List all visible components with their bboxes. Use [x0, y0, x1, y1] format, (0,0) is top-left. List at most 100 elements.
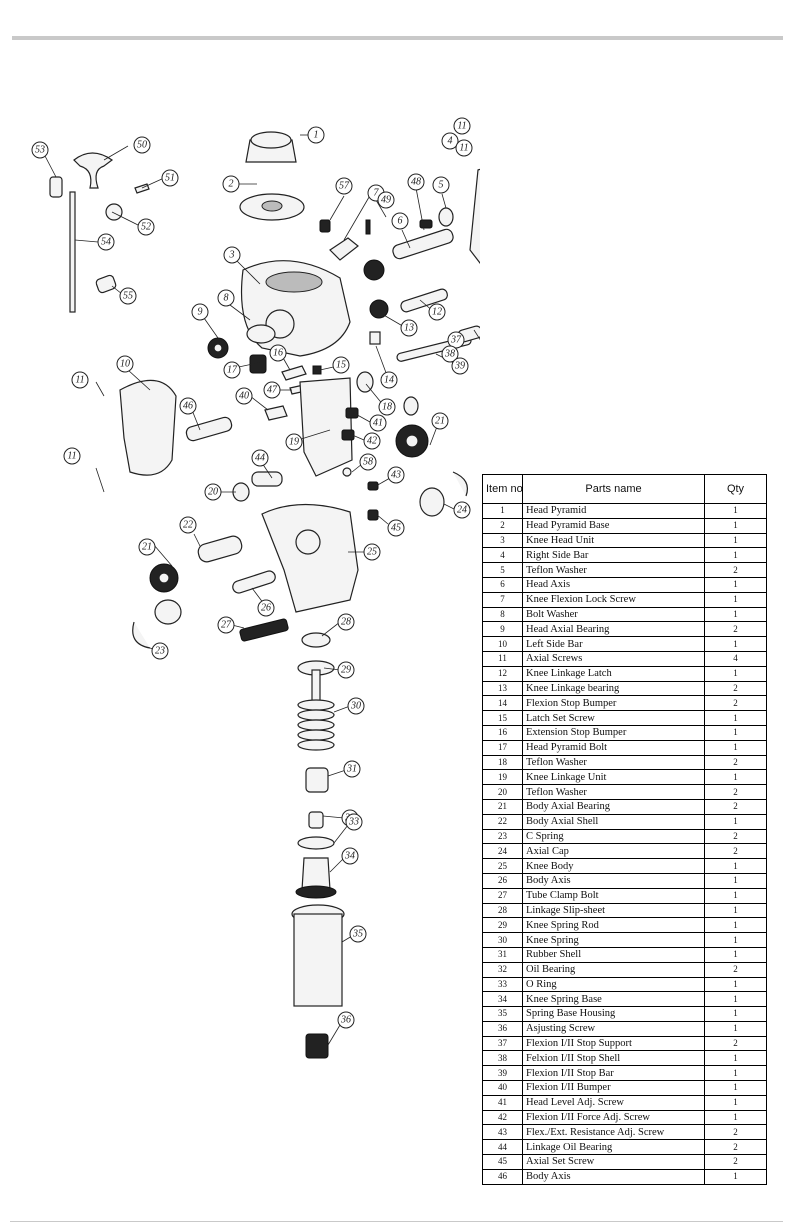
callout-16: 16	[269, 344, 287, 362]
part-36	[305, 1033, 329, 1059]
part-4	[469, 166, 529, 283]
cell-item-no: 20	[482, 784, 523, 800]
cell-item-no: 46	[482, 1168, 523, 1185]
cell-qty: 1	[704, 991, 767, 1008]
callout-18: 18	[378, 398, 396, 416]
svg-text:19: 19	[289, 437, 299, 448]
part-7	[329, 237, 359, 261]
part-44	[251, 471, 283, 487]
part-16	[281, 365, 307, 381]
svg-text:55: 55	[123, 291, 133, 302]
part-28	[301, 632, 331, 648]
cell-item-no: 37	[482, 1035, 523, 1052]
svg-text:42: 42	[367, 436, 377, 447]
part-5	[438, 207, 454, 227]
cell-item-no: 29	[482, 917, 523, 934]
svg-text:20: 20	[208, 487, 218, 498]
part-31	[305, 767, 329, 793]
cell-parts-name: Linkage Oil Bearing	[522, 1139, 705, 1156]
callout-45: 45	[387, 519, 405, 537]
callout-8: 8	[217, 289, 235, 307]
cell-parts-name: Axial Screws	[522, 650, 705, 667]
cell-item-no: 42	[482, 1109, 523, 1126]
svg-text:54: 54	[101, 237, 111, 248]
cell-parts-name: Linkage Slip-sheet	[522, 902, 705, 919]
part-23	[132, 621, 151, 649]
cell-parts-name: Left Side Bar	[522, 636, 705, 652]
svg-text:4: 4	[448, 136, 453, 147]
cell-item-no: 24	[482, 843, 523, 860]
cell-item-no: 16	[482, 724, 523, 741]
part-13b	[363, 259, 385, 281]
cell-item-no: 35	[482, 1006, 523, 1022]
cell-parts-name: Teflon Washer	[522, 784, 705, 800]
svg-text:50: 50	[137, 140, 147, 151]
cell-item-no: 10	[482, 636, 523, 652]
cell-qty: 2	[704, 754, 767, 771]
callout-11d: 11	[63, 447, 81, 465]
cell-item-no: 36	[482, 1020, 523, 1037]
cell-qty: 2	[704, 621, 767, 638]
cell-parts-name: Head Pyramid Bolt	[522, 739, 705, 756]
cell-item-no: 1	[482, 503, 523, 519]
cell-qty: 1	[704, 813, 767, 830]
cell-qty: 1	[704, 739, 767, 756]
callout-14: 14	[380, 371, 398, 389]
part-21a-hole	[405, 434, 419, 448]
cell-parts-name: Flexion Stop Bumper	[522, 695, 705, 712]
cell-qty: 1	[704, 769, 767, 786]
part-58	[342, 467, 352, 477]
part-12	[400, 288, 448, 313]
svg-text:23: 23	[155, 646, 165, 657]
svg-text:21: 21	[142, 542, 152, 553]
callout-51: 51	[161, 169, 179, 187]
cell-item-no: 15	[482, 710, 523, 726]
cell-item-no: 44	[482, 1139, 523, 1156]
cell-parts-name: C Spring	[522, 828, 705, 845]
part-50	[73, 152, 114, 189]
cell-item-no: 34	[482, 991, 523, 1008]
cell-item-no: 25	[482, 858, 523, 874]
svg-text:3: 3	[229, 250, 235, 261]
part-14	[369, 331, 381, 345]
callout-28: 28	[337, 613, 355, 631]
cell-qty: 1	[704, 547, 767, 564]
callout-21b: 21	[138, 538, 156, 556]
svg-text:30: 30	[350, 701, 361, 712]
cell-qty: 1	[704, 1006, 767, 1022]
cell-item-no: 14	[482, 695, 523, 712]
part-9-hole	[213, 343, 223, 353]
callout-29: 29	[337, 661, 355, 679]
callout-1: 1	[307, 126, 325, 144]
svg-text:36: 36	[340, 1015, 351, 1026]
cell-parts-name: O Ring	[522, 976, 705, 993]
svg-text:11: 11	[67, 451, 76, 462]
cell-parts-name: Felxion I/II Stop Shell	[522, 1050, 705, 1067]
cell-parts-name: Flex./Ext. Resistance Adj. Screw	[522, 1124, 705, 1141]
part-13	[369, 299, 389, 319]
cell-qty: 1	[704, 636, 767, 652]
svg-text:29: 29	[341, 665, 351, 676]
part-32	[308, 811, 324, 829]
cell-qty: 1	[704, 917, 767, 934]
cell-item-no: 4	[482, 547, 523, 564]
part-49	[365, 219, 371, 235]
callout-36: 36	[337, 1011, 355, 1029]
cell-item-no: 28	[482, 902, 523, 919]
part-25-bore	[295, 529, 321, 555]
svg-text:11: 11	[459, 143, 468, 154]
cell-item-no: 39	[482, 1065, 523, 1082]
callout-12: 12	[428, 303, 446, 321]
callout-44: 44	[251, 449, 269, 467]
exploded-view-svg: 1 2 3 4 5 6 7 8 9 10 11 11 11 11 12 13 1…	[31, 117, 591, 1059]
